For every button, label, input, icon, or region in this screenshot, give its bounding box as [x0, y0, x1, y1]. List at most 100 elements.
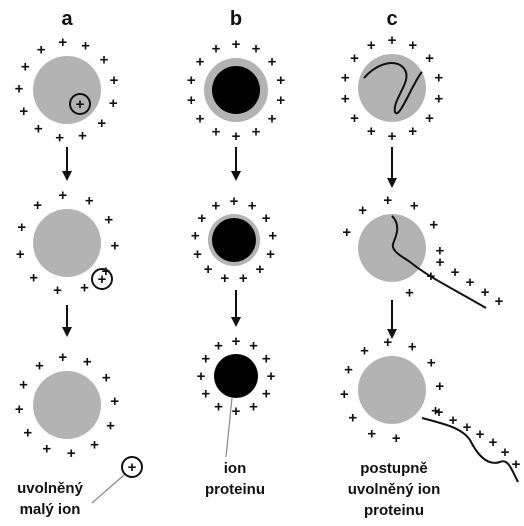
- column-b: ++++++++++++++ +++++++++++++ +++++++++++…: [187, 36, 286, 498]
- positive-charge: +: [29, 270, 38, 287]
- released-ion-charge: +: [128, 459, 137, 476]
- positive-charge: +: [55, 129, 64, 146]
- positive-charge: +: [23, 425, 32, 442]
- charges-c-mid-chain: +++++: [436, 254, 504, 310]
- positive-charge: +: [193, 246, 202, 263]
- particle-a-mid: [33, 209, 101, 277]
- positive-charge: +: [383, 334, 392, 351]
- positive-charge: +: [466, 274, 475, 291]
- positive-charge: +: [267, 368, 276, 385]
- positive-charge: +: [97, 115, 106, 132]
- positive-charge: +: [85, 193, 94, 210]
- positive-charge: +: [276, 92, 285, 109]
- positive-charge: +: [408, 123, 417, 140]
- positive-charge: +: [191, 227, 200, 244]
- caption-c-line3: proteinu: [364, 502, 424, 519]
- positive-charge: +: [80, 280, 89, 297]
- positive-charge: +: [476, 426, 485, 443]
- positive-charge: +: [262, 351, 271, 368]
- positive-charge: +: [248, 198, 257, 215]
- caption-a-line2: malý ion: [20, 501, 81, 518]
- column-label-b: b: [230, 8, 242, 30]
- positive-charge: +: [16, 246, 25, 263]
- positive-charge: +: [512, 456, 521, 473]
- positive-charge: +: [262, 386, 271, 403]
- arrowhead-a-2: [62, 327, 72, 337]
- positive-charge: +: [405, 285, 414, 302]
- positive-charge: +: [342, 224, 351, 241]
- positive-charge: +: [232, 403, 241, 420]
- positive-charge: +: [214, 338, 223, 355]
- positive-charge: +: [19, 103, 28, 120]
- positive-charge: +: [58, 187, 67, 204]
- positive-charge: +: [42, 441, 51, 458]
- positive-charge: +: [81, 38, 90, 55]
- positive-charge: +: [106, 417, 115, 434]
- positive-charge: +: [341, 69, 350, 86]
- positive-charge: +: [350, 50, 359, 67]
- arrowhead-a-1: [62, 171, 72, 181]
- particle-c-top: [358, 54, 426, 122]
- positive-charge: +: [239, 270, 248, 287]
- positive-charge: +: [427, 355, 436, 372]
- positive-charge: +: [449, 412, 458, 429]
- positive-charge: +: [33, 197, 42, 214]
- positive-charge: +: [434, 69, 443, 86]
- positive-charge: +: [110, 393, 119, 410]
- positive-charge: +: [21, 58, 30, 75]
- positive-charge: +: [435, 404, 444, 421]
- positive-charge: +: [35, 358, 44, 375]
- positive-charge: +: [495, 293, 504, 310]
- positive-charge: +: [58, 34, 67, 51]
- particle-a-top: [33, 56, 101, 124]
- positive-charge: +: [429, 216, 438, 233]
- positive-charge: +: [425, 50, 434, 67]
- positive-charge: +: [100, 51, 109, 68]
- pointer-line-b: [226, 398, 232, 457]
- positive-charge: +: [58, 349, 67, 366]
- positive-charge: +: [196, 111, 205, 128]
- positive-charge: +: [501, 444, 510, 461]
- particle-a-bottom: [33, 371, 101, 439]
- positive-charge: +: [230, 193, 239, 210]
- positive-charge: +: [266, 246, 275, 263]
- positive-charge: +: [198, 210, 207, 227]
- caption-c-line2: uvolněný ion: [348, 481, 441, 498]
- pointer-line-a: [92, 475, 124, 503]
- positive-charge: +: [463, 419, 472, 436]
- positive-charge: +: [360, 343, 369, 360]
- positive-charge: +: [408, 37, 417, 54]
- column-label-c: c: [386, 8, 397, 30]
- positive-charge: +: [408, 339, 417, 356]
- caption-b-line2: proteinu: [205, 481, 265, 498]
- particle-c-mid: [358, 214, 426, 282]
- positive-charge: +: [262, 210, 271, 227]
- positive-charge: +: [53, 282, 62, 299]
- arrowhead-b-2: [231, 317, 241, 327]
- positive-charge: +: [232, 333, 241, 350]
- protein-core-b-top: [212, 66, 260, 114]
- positive-charge: +: [340, 386, 349, 403]
- positive-charge: +: [489, 434, 498, 451]
- positive-charge: +: [252, 41, 261, 58]
- positive-charge: +: [214, 398, 223, 415]
- positive-charge: +: [427, 268, 436, 285]
- positive-charge: +: [83, 354, 92, 371]
- particle-c-bottom: [358, 356, 426, 424]
- positive-charge: +: [434, 91, 443, 108]
- column-label-a: a: [61, 8, 73, 30]
- positive-charge: +: [37, 42, 46, 59]
- positive-charge: +: [249, 398, 258, 415]
- positive-charge: +: [383, 192, 392, 209]
- positive-charge: +: [204, 261, 213, 278]
- positive-charge: +: [78, 127, 87, 144]
- positive-charge: +: [268, 227, 277, 244]
- positive-charge: +: [110, 72, 119, 89]
- positive-charge: +: [19, 377, 28, 394]
- column-c: ++++++++++++++ ++++++++ +++++ ++++++++++…: [340, 32, 521, 519]
- positive-charge: +: [388, 128, 397, 145]
- positive-charge: +: [344, 362, 353, 379]
- positive-charge: +: [268, 53, 277, 70]
